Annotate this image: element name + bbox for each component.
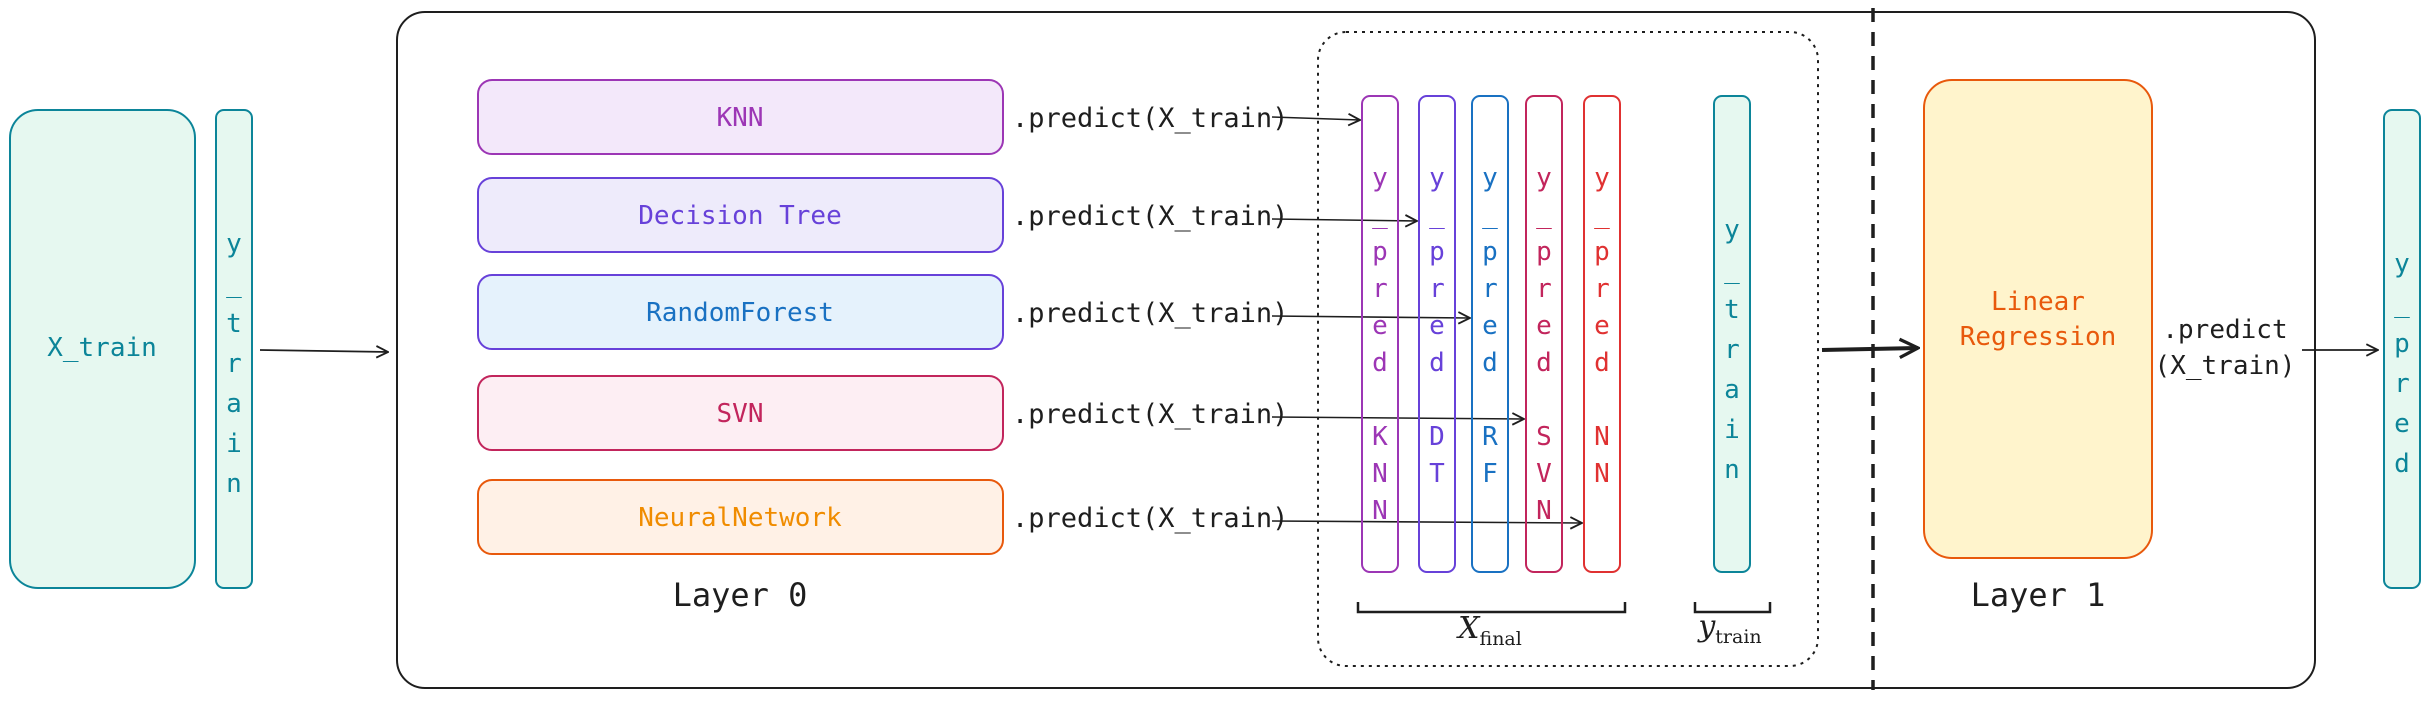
x-final-label: Xfinal	[1456, 611, 1522, 650]
model-box-2	[477, 274, 1004, 350]
predict-arrow-2	[1271, 316, 1470, 318]
model-box-3	[477, 375, 1004, 451]
layer0-label: Layer 0	[673, 576, 808, 614]
x-final-brace	[1356, 602, 1627, 614]
y-train-brace	[1693, 602, 1772, 614]
model-box-4	[477, 479, 1004, 555]
linear-regression-label-line2: Regression	[1960, 322, 2117, 352]
y-pred-output-column	[2383, 109, 2421, 589]
model-box-0	[477, 79, 1004, 155]
model-label-2: RandomForest	[646, 298, 834, 328]
y-train-input-column	[215, 109, 253, 589]
linear-regression-label-line1: Linear	[1991, 287, 2085, 317]
target-column	[1713, 95, 1751, 573]
feature-column-2	[1471, 95, 1509, 573]
layer0-models: KNN .predict(X_train) Decision Tree .predic…	[477, 79, 1582, 555]
feature-column-3	[1525, 95, 1563, 573]
model-label-1: Decision Tree	[638, 201, 842, 231]
y-train-math-label: ytrain	[1696, 609, 1761, 648]
layer1-label: Layer 1	[1971, 576, 2106, 614]
predict-label-2: .predict(X_train)	[1012, 298, 1288, 329]
feature-column-0	[1361, 95, 1399, 573]
linear-regression-box	[1923, 79, 2153, 559]
predict-arrow-0	[1271, 117, 1360, 120]
features-container	[1317, 31, 1819, 667]
predict-label-4: .predict(X_train)	[1012, 503, 1288, 534]
input-arrow	[259, 350, 388, 352]
layer1-arrow	[1821, 348, 1918, 350]
predict-label-1: .predict(X_train)	[1012, 201, 1288, 232]
model-box-1	[477, 177, 1004, 253]
predict-arrow-4	[1271, 521, 1582, 523]
feature-column-4	[1583, 95, 1621, 573]
layer1-predict-line2: (X_train)	[2155, 351, 2296, 381]
predict-label-0: .predict(X_train)	[1012, 103, 1288, 134]
feature-column-1	[1418, 95, 1456, 573]
layer1-predict-line1: .predict	[2162, 315, 2287, 345]
model-label-3: SVN	[717, 399, 764, 429]
predict-arrow-1	[1271, 219, 1417, 221]
model-label-4: NeuralNetwork	[638, 503, 842, 533]
model-label-0: KNN	[717, 103, 764, 133]
x-train-box	[9, 109, 196, 589]
x-train-label: X_train	[47, 333, 157, 363]
predict-label-3: .predict(X_train)	[1012, 399, 1288, 430]
